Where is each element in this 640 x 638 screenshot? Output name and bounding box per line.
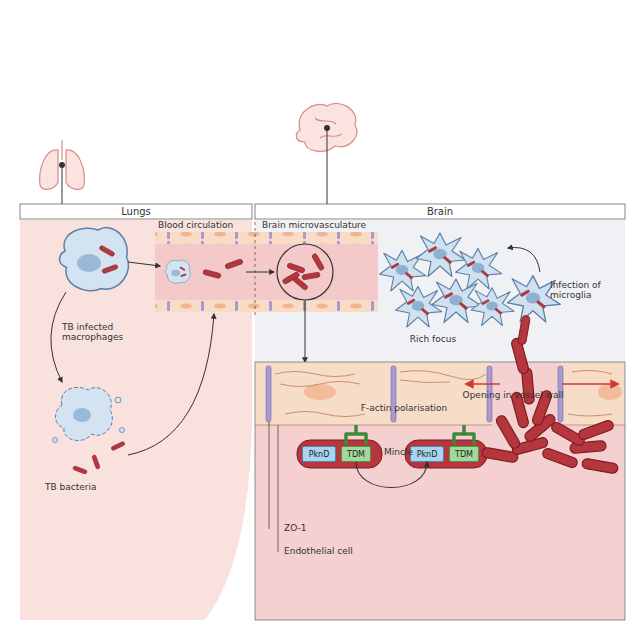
- lipid-box: TDM: [449, 446, 479, 462]
- annotation-label: Opening in vessel wall: [450, 390, 576, 400]
- bacterium: [577, 419, 614, 441]
- annotation-label: ZO-1: [284, 523, 324, 533]
- icon-dot: [59, 162, 65, 168]
- annotation-label: Rich focus: [398, 334, 468, 344]
- annotation-label: Endothelial cell: [284, 546, 379, 556]
- boundary-line: [255, 222, 256, 316]
- opening-arrow: [562, 383, 618, 385]
- vessel-wall: [155, 232, 378, 244]
- flow-arrow: [128, 262, 160, 266]
- bacterium: [282, 271, 300, 284]
- burst-macrophage: [56, 387, 113, 440]
- icon-stem: [62, 165, 63, 204]
- panel-header-band: [255, 204, 625, 219]
- macrophage-nucleus: [73, 408, 91, 422]
- annotation-label: TB infected macrophages: [62, 322, 146, 343]
- inset-lumen: [255, 425, 625, 620]
- bacterium: [518, 315, 531, 345]
- panel-title: Brain: [255, 206, 625, 217]
- lungs-panel: Lungs: [20, 203, 252, 620]
- lipid-name: TDM: [342, 450, 370, 459]
- microglia: [432, 279, 482, 323]
- protein-name: PknD: [303, 450, 335, 459]
- inset-frame: [255, 362, 625, 620]
- leader-line: [269, 422, 270, 529]
- annotation-label: Mincle: [384, 447, 424, 457]
- vessel-lumen: [155, 244, 378, 300]
- flow-arrow: [246, 272, 274, 273]
- bacterium: [73, 466, 88, 475]
- macrophage: [60, 228, 129, 291]
- protein-box: PknD: [302, 446, 336, 462]
- lipid-box: TDM: [341, 446, 371, 462]
- lipid-name: TDM: [450, 450, 478, 459]
- microglia: [456, 248, 502, 289]
- panel-header-band: [20, 204, 252, 219]
- mincle-receptor: [346, 425, 366, 445]
- membrane-line: [558, 425, 625, 426]
- cell-nucleus: [598, 384, 622, 400]
- opening-arrow: [466, 383, 500, 385]
- bacterium: [225, 259, 244, 270]
- annotation-label: Blood circulation: [158, 220, 258, 230]
- bacterium: [302, 272, 321, 280]
- cell-fragment: [120, 428, 125, 433]
- mincle-receptor: [454, 425, 474, 445]
- protein-name: PknD: [411, 450, 443, 459]
- annotation-label: TB bacteria: [45, 482, 115, 492]
- bacterium: [203, 269, 222, 278]
- bacterium-body: [297, 440, 382, 468]
- membrane-line: [255, 425, 492, 426]
- vessel-wall: [155, 300, 378, 312]
- zo1-junction: [391, 366, 396, 422]
- flow-arrow: [508, 248, 540, 273]
- annotation-label: Infection of microglia: [550, 280, 624, 301]
- protein-box: PknD: [410, 446, 444, 462]
- annotation-label: Brain microvasculature: [262, 220, 392, 230]
- bacterium: [92, 455, 101, 470]
- microglia: [471, 288, 514, 326]
- icon-dot: [324, 125, 330, 131]
- bacterium: [111, 441, 126, 451]
- bacterium: [287, 263, 306, 274]
- microglia: [396, 286, 442, 327]
- flow-arrow: [128, 314, 214, 455]
- zo1-junction: [266, 366, 271, 422]
- macrophage: [165, 260, 190, 283]
- cell-fragment: [53, 438, 58, 443]
- transition-arrow: [356, 462, 427, 488]
- icon-stem: [327, 128, 328, 204]
- bacterium: [581, 458, 618, 474]
- leader-line: [278, 425, 279, 552]
- magnifier-circle: [277, 244, 333, 300]
- panel-title: Lungs: [20, 206, 252, 217]
- bacterium: [311, 253, 324, 271]
- cell-fragment: [115, 397, 121, 403]
- zoom-line: [305, 300, 306, 362]
- annotation-label: F-actin polarisation: [345, 403, 463, 413]
